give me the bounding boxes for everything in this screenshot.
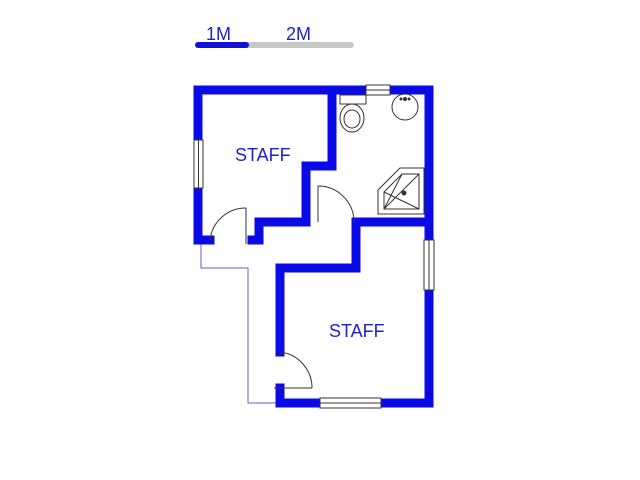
doors: [209, 185, 355, 389]
door-bathroom: [317, 185, 355, 223]
toilet-icon: [339, 94, 367, 133]
bathroom-fixtures: [339, 93, 425, 215]
basin-icon: [391, 93, 419, 121]
shower-icon: [377, 167, 425, 215]
wall-bathroom-outer: [327, 85, 434, 245]
scale-label-2m: 2M: [286, 24, 311, 44]
wall-top-left-room: [193, 85, 337, 245]
passage-outline: [200, 241, 280, 404]
wall-bottom-room: [275, 217, 361, 357]
scale-label-1m: 1M: [206, 24, 231, 44]
scale-bar: 1M 2M: [195, 24, 354, 48]
door-top-left-room: [209, 207, 247, 244]
walls: [193, 85, 434, 408]
door-bottom-room: [274, 351, 313, 389]
room-label-staff-top: STAFF: [235, 145, 291, 165]
room-label-staff-bottom: STAFF: [329, 321, 385, 341]
windows: [193, 84, 435, 409]
